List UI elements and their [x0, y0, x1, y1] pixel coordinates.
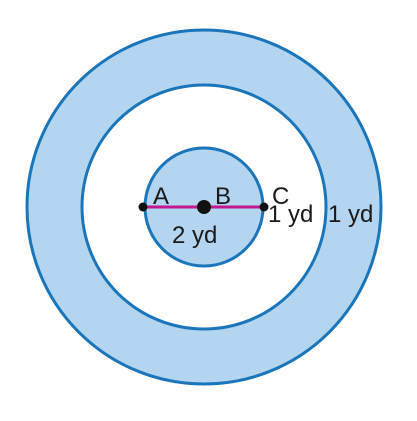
point-a [138, 202, 148, 212]
point-c [259, 202, 269, 212]
diameter-label: 2 yd [172, 222, 217, 249]
point-b-label: B [215, 183, 231, 210]
inner-gap-label: 1 yd [268, 201, 313, 228]
point-c-label: C [272, 183, 289, 210]
point-b [197, 200, 211, 214]
outer-ring-label: 1 yd [328, 201, 373, 228]
point-a-label: A [153, 183, 169, 210]
